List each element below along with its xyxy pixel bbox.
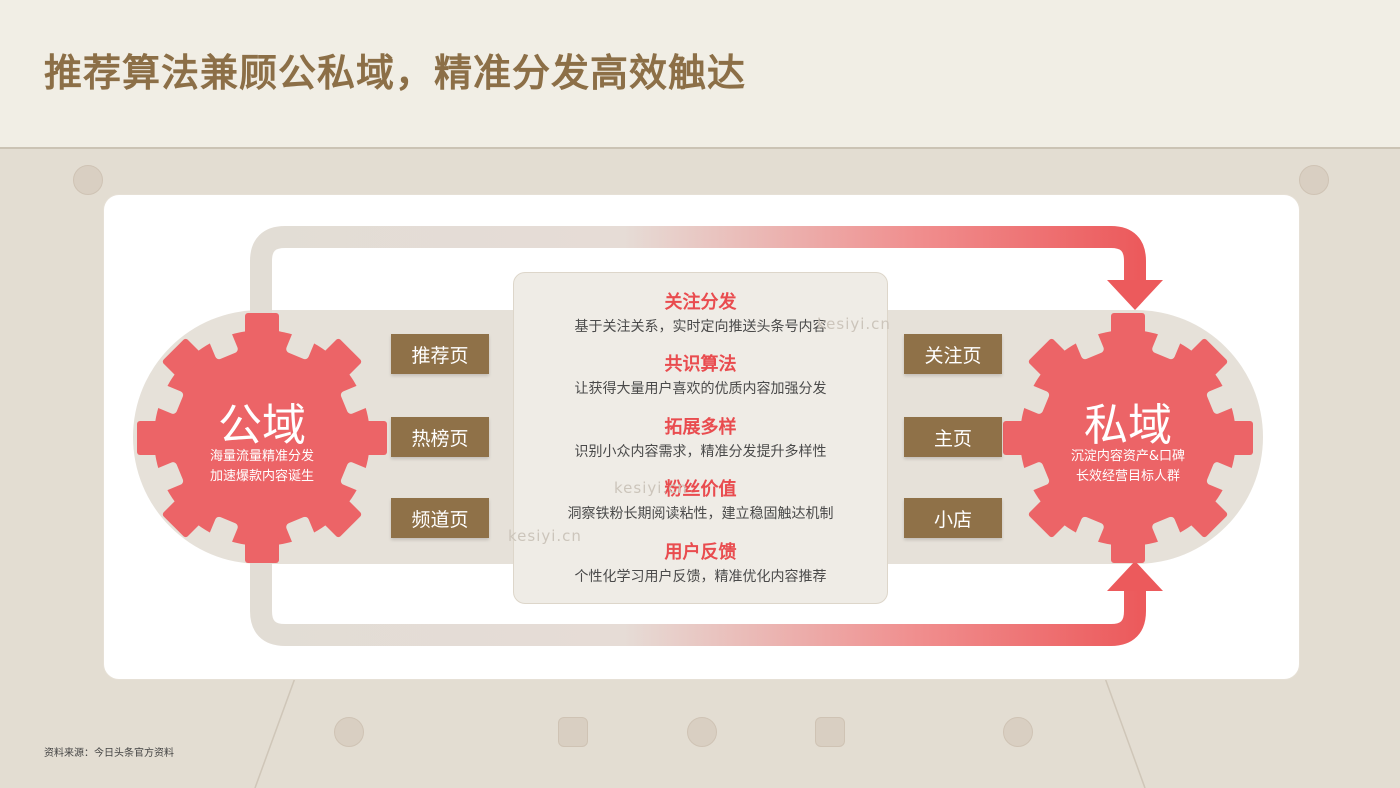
- feature-desc-4: 洞察铁粉长期阅读粘性，建立稳固触达机制: [567, 506, 834, 522]
- public-domain-line-2: 加速爆款内容诞生: [209, 469, 314, 484]
- header-divider: [0, 147, 1400, 149]
- tag-channel-page: 频道页: [391, 498, 489, 538]
- feature-desc-3: 识别小众内容需求，精准分发提升多样性: [574, 444, 827, 460]
- page-title: 推荐算法兼顾公私域，精准分发高效触达: [44, 51, 747, 95]
- feature-title-5: 用户反馈: [664, 542, 737, 563]
- feature-desc-1: 基于关注关系，实时定向推送头条号内容: [574, 319, 827, 335]
- watermark-3: kesiyi.cn: [508, 527, 582, 545]
- private-domain-gear: 私域 沉淀内容资产&口碑 长效经营目标人群: [1003, 313, 1253, 563]
- gear-shape-right: [1003, 313, 1253, 563]
- private-domain-line-2: 长效经营目标人群: [1075, 469, 1180, 484]
- feature-title-4: 粉丝价值: [664, 479, 737, 500]
- public-domain-gear: 公域 海量流量精准分发 加速爆款内容诞生: [137, 313, 387, 563]
- deco-dot-top-right: [1299, 165, 1329, 195]
- private-domain-title: 私域: [1084, 400, 1172, 451]
- feature-desc-2: 让获得大量用户喜欢的优质内容加强分发: [574, 381, 827, 397]
- feature-title-3: 拓展多样: [664, 417, 737, 438]
- tag-hot-list-page: 热榜页: [391, 417, 489, 457]
- deco-dot-bottom-2: [687, 717, 717, 747]
- tag-recommend-page: 推荐页: [391, 334, 489, 374]
- tag-shop-page: 小店: [904, 498, 1002, 538]
- public-domain-line-1: 海量流量精准分发: [209, 449, 314, 464]
- feature-desc-5: 个性化学习用户反馈，精准优化内容推荐: [574, 569, 827, 585]
- deco-square-bottom-1: [558, 717, 588, 747]
- deco-square-bottom-2: [815, 717, 845, 747]
- tag-home-page: 主页: [904, 417, 1002, 457]
- source-note: 资料来源：今日头条官方资料: [44, 748, 174, 759]
- deco-dot-bottom-1: [334, 717, 364, 747]
- public-domain-title: 公域: [218, 400, 306, 451]
- feature-title-2: 共识算法: [664, 354, 737, 375]
- deco-dot-top-left: [73, 165, 103, 195]
- watermark-2: kesiyi.cn: [614, 479, 688, 497]
- feature-title-1: 关注分发: [664, 292, 737, 313]
- gear-shape-left: [137, 313, 387, 563]
- header-band: [0, 0, 1400, 147]
- deco-dot-bottom-3: [1003, 717, 1033, 747]
- tag-follow-page: 关注页: [904, 334, 1002, 374]
- watermark-1: kesiyi.cn: [817, 315, 891, 333]
- feature-panel: 关注分发 基于关注关系，实时定向推送头条号内容 共识算法 让获得大量用户喜欢的优…: [513, 272, 888, 604]
- private-domain-line-1: 沉淀内容资产&口碑: [1070, 449, 1186, 464]
